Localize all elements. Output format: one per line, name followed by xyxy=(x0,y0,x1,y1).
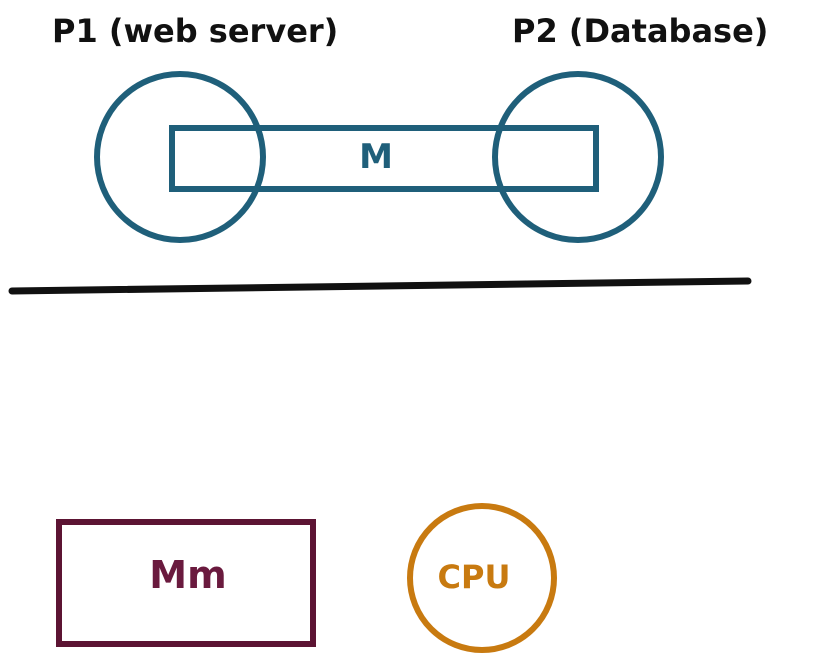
cpu-label: CPU xyxy=(438,558,511,596)
main-memory-label: Mm xyxy=(149,553,226,597)
shared-memory-rect xyxy=(169,125,599,192)
p2-process-circle xyxy=(492,71,664,243)
cpu-circle xyxy=(407,503,557,653)
p2-label: P2 (Database) xyxy=(512,12,768,50)
divider-line xyxy=(8,277,752,295)
shared-memory-label: M xyxy=(359,137,393,177)
p1-process-circle xyxy=(94,71,266,243)
p1-label: P1 (web server) xyxy=(52,12,338,50)
main-memory-rect xyxy=(56,519,316,647)
